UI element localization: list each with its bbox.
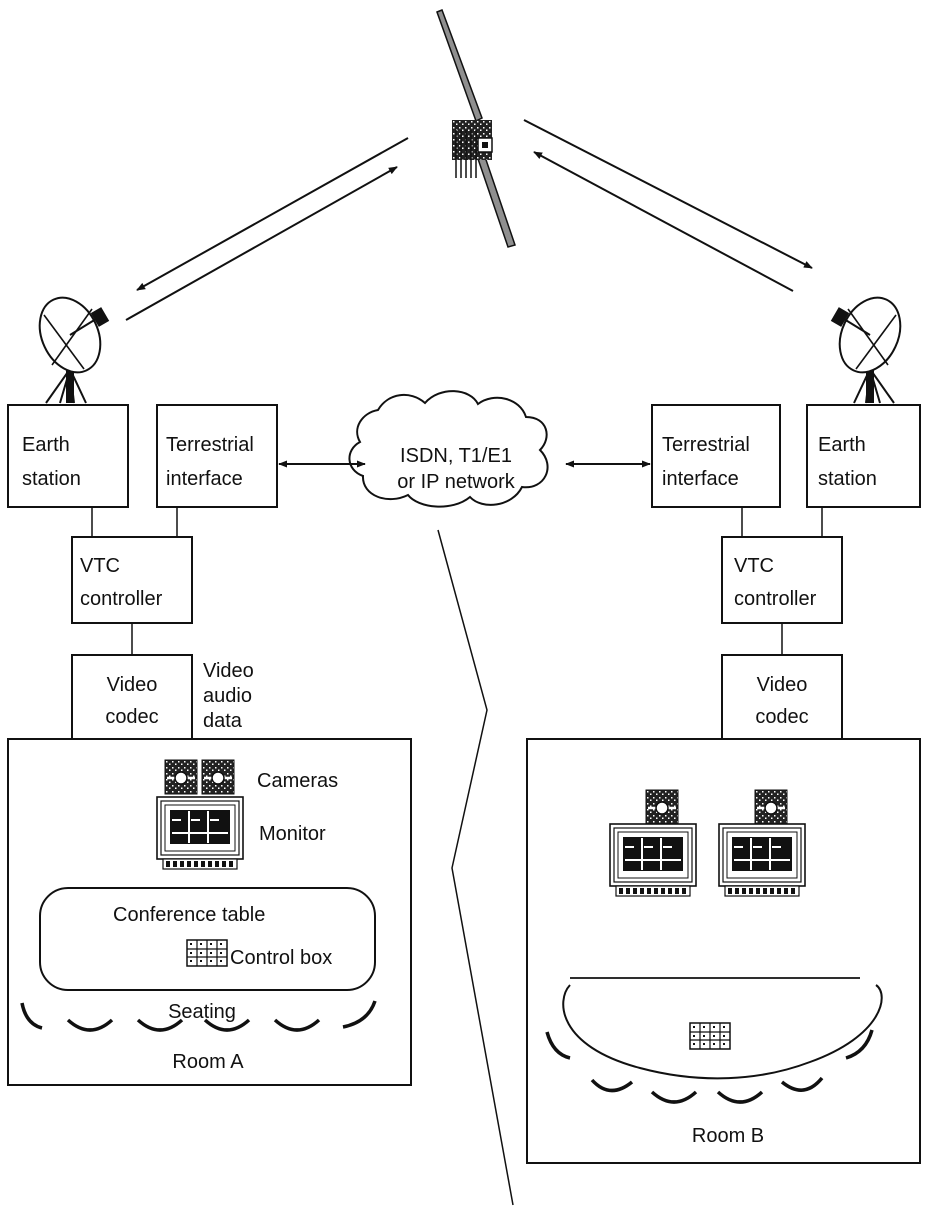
room-a: Cameras Monitor Conference table Control… bbox=[7, 738, 412, 1086]
vtc-controller-b: VTC controller bbox=[721, 536, 843, 624]
signal-label-a: Video audio data bbox=[203, 660, 254, 732]
seat-icon bbox=[650, 1090, 698, 1104]
satellite-uplink-b bbox=[523, 119, 813, 292]
camera-icon bbox=[200, 758, 236, 796]
svg-text:VTC: VTC bbox=[80, 555, 120, 577]
svg-text:or IP network: or IP network bbox=[397, 471, 515, 493]
svg-text:Earth: Earth bbox=[22, 434, 70, 456]
dish-antenna-icon bbox=[827, 286, 913, 404]
terrestrial-interface-b: Terrestrial interface bbox=[651, 404, 781, 508]
camera-icon bbox=[753, 788, 789, 826]
seat-icon bbox=[136, 1018, 184, 1032]
earth-station-b: Earth station bbox=[806, 404, 921, 508]
conference-table: Conference table Control box bbox=[39, 887, 376, 991]
monitor-icon bbox=[609, 823, 697, 897]
video-codec-b: Video codec bbox=[721, 654, 843, 740]
svg-text:controller: controller bbox=[734, 588, 817, 610]
vtc-controller-a: VTC controller bbox=[71, 536, 193, 624]
camera-icon bbox=[644, 788, 680, 826]
svg-text:Terrestrial: Terrestrial bbox=[662, 434, 750, 456]
svg-text:VTC: VTC bbox=[734, 555, 774, 577]
svg-text:station: station bbox=[818, 468, 877, 490]
satellite-icon bbox=[436, 9, 516, 248]
camera-icon bbox=[163, 758, 199, 796]
svg-text:codec: codec bbox=[755, 706, 808, 728]
seat-icon bbox=[545, 1031, 571, 1060]
svg-text:Room A: Room A bbox=[172, 1051, 244, 1073]
seat-icon bbox=[203, 1018, 251, 1032]
svg-text:data: data bbox=[203, 710, 243, 732]
svg-text:controller: controller bbox=[80, 588, 163, 610]
svg-text:station: station bbox=[22, 468, 81, 490]
svg-text:ISDN, T1/E1: ISDN, T1/E1 bbox=[400, 445, 512, 467]
svg-text:Conference table: Conference table bbox=[113, 904, 265, 926]
seat-icon bbox=[845, 1029, 874, 1060]
seat-icon bbox=[342, 1000, 377, 1029]
svg-text:Video: Video bbox=[107, 674, 158, 696]
connector-lines-b bbox=[741, 507, 823, 655]
svg-text:Control box: Control box bbox=[230, 947, 332, 969]
svg-text:interface: interface bbox=[166, 468, 243, 490]
earth-station-a: Earth station bbox=[7, 404, 129, 508]
svg-text:Cameras: Cameras bbox=[257, 770, 338, 792]
control-box-icon bbox=[186, 939, 228, 967]
svg-text:Monitor: Monitor bbox=[259, 823, 326, 845]
svg-text:Room B: Room B bbox=[692, 1125, 764, 1147]
svg-text:interface: interface bbox=[662, 468, 739, 490]
seat-icon bbox=[20, 1002, 43, 1030]
dish-antenna-icon bbox=[27, 286, 113, 404]
monitor-icon bbox=[156, 796, 244, 870]
site-divider-line bbox=[437, 529, 514, 1206]
seat-icon bbox=[780, 1076, 824, 1092]
svg-text:Video: Video bbox=[203, 660, 254, 682]
seating-row bbox=[20, 1000, 377, 1032]
cloud-icon: ISDN, T1/E1 or IP network bbox=[348, 390, 549, 508]
svg-text:Terrestrial: Terrestrial bbox=[166, 434, 254, 456]
svg-text:Seating: Seating bbox=[168, 1001, 236, 1023]
svg-text:Earth: Earth bbox=[818, 434, 866, 456]
monitor-icon bbox=[718, 823, 806, 897]
seat-icon bbox=[590, 1078, 634, 1093]
room-b: Room B bbox=[526, 738, 921, 1164]
seat-icon bbox=[66, 1018, 114, 1032]
satellite-uplink-a bbox=[125, 137, 409, 321]
seating-row-b bbox=[545, 1029, 874, 1104]
video-codec-a: Video codec bbox=[71, 654, 193, 740]
control-box-icon bbox=[689, 1022, 731, 1050]
svg-text:Video: Video bbox=[757, 674, 808, 696]
terrestrial-interface-a: Terrestrial interface bbox=[156, 404, 278, 508]
seat-icon bbox=[716, 1090, 764, 1104]
svg-text:codec: codec bbox=[105, 706, 158, 728]
seat-icon bbox=[273, 1018, 321, 1032]
svg-text:audio: audio bbox=[203, 685, 252, 707]
connector-lines-a bbox=[91, 507, 178, 655]
